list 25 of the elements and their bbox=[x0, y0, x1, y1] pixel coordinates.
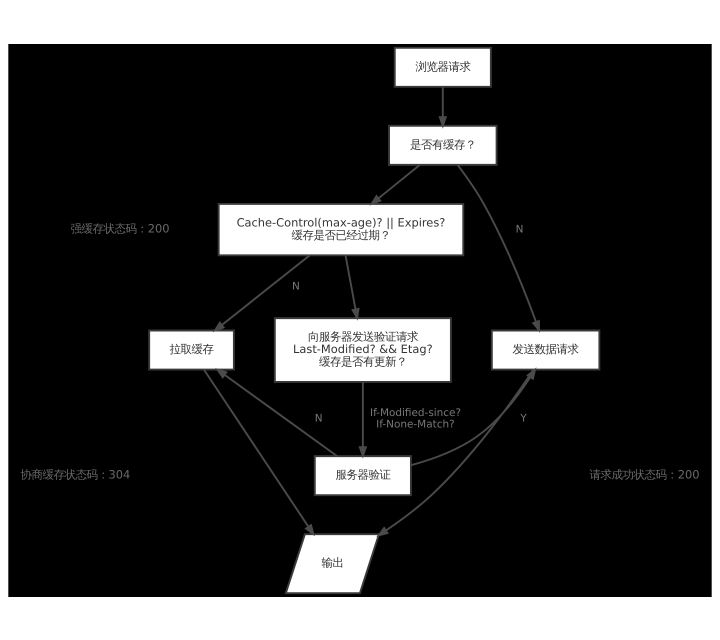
edge-label: If-Modified-since? If-None-Match? bbox=[370, 406, 462, 430]
arrow bbox=[358, 382, 368, 458]
arrow bbox=[212, 254, 310, 332]
node-box: 拉取缓存 bbox=[148, 329, 235, 370]
arrow bbox=[376, 368, 534, 536]
arrow bbox=[203, 368, 315, 536]
node-box: 服务器验证 bbox=[314, 454, 412, 496]
edge-label: N bbox=[314, 412, 323, 424]
arrow bbox=[438, 86, 448, 128]
node-box: 浏览器请求 bbox=[394, 46, 492, 88]
arrow bbox=[456, 164, 540, 332]
edge-label: N bbox=[292, 280, 300, 292]
label: 强缓存状态码：200 bbox=[70, 221, 170, 236]
node-box: 发送数据请求 bbox=[490, 329, 600, 370]
node-box: 是否有缓存？ bbox=[388, 124, 498, 166]
node-box: Cache-Control(max-age)? || Expires? 缓存是否已经过期？ bbox=[218, 202, 464, 256]
edge-label: N bbox=[516, 222, 524, 235]
label: 协商缓存状态码：304 bbox=[20, 467, 130, 482]
node-box: 向服务器发送验证请求 Last-Modified? && Etag? 缓存是否有更新？ bbox=[274, 316, 452, 382]
arrow bbox=[344, 254, 360, 320]
arrow bbox=[369, 164, 420, 206]
arrow bbox=[410, 366, 536, 466]
label: 请求成功状态码：200 bbox=[590, 467, 700, 482]
edge-label: Y bbox=[520, 412, 527, 424]
arrow bbox=[215, 368, 338, 456]
